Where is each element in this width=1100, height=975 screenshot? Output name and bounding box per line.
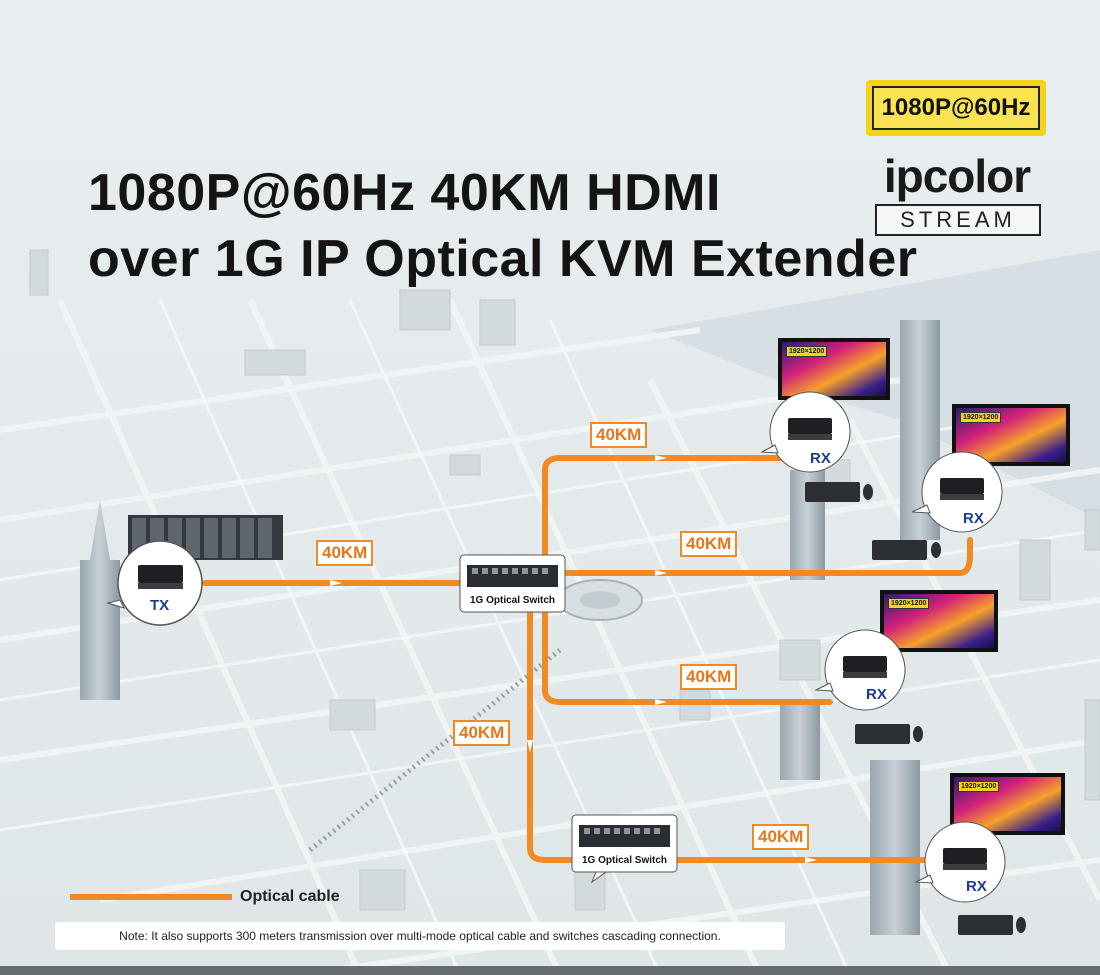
brand-sub-logo: STREAM	[875, 204, 1041, 236]
optical-switch-2-icon	[571, 814, 678, 884]
resolution-tag-4: 1920×1200	[958, 781, 1000, 792]
title-line-1: 1080P@60Hz 40KM HDMI	[88, 164, 721, 222]
distance-label-rx1: 40KM	[590, 422, 648, 448]
switch-2-label: 1G Optical Switch	[581, 855, 668, 866]
server-rack-icon	[128, 515, 283, 560]
rx-1-icon	[760, 338, 890, 502]
optical-switch-1-icon	[459, 554, 566, 613]
distance-label-rx4: 40KM	[752, 824, 810, 850]
rx-4-label: RX	[966, 878, 987, 895]
switch-1-label: 1G Optical Switch	[469, 595, 556, 606]
resolution-tag-2: 1920×1200	[960, 412, 1002, 423]
optical-cable-paths	[202, 455, 973, 863]
rx-3-label: RX	[866, 686, 887, 703]
resolution-tag-1: 1920×1200	[786, 346, 828, 357]
distance-label-tx: 40KM	[316, 540, 374, 566]
resolution-badge-text: 1080P@60Hz	[872, 86, 1040, 130]
legend-label: Optical cable	[240, 888, 340, 905]
tx-device-icon	[106, 540, 203, 626]
bottom-bar	[0, 966, 1100, 975]
tx-label: TX	[150, 597, 170, 614]
rx-2-label: RX	[963, 510, 984, 527]
resolution-badge: 1080P@60Hz	[866, 80, 1046, 136]
brand-logo: ipcolor	[883, 150, 1031, 202]
distance-label-cascade: 40KM	[453, 720, 511, 746]
rx-4-icon	[914, 773, 1065, 935]
distance-label-rx3: 40KM	[680, 664, 738, 690]
resolution-tag-3: 1920×1200	[888, 598, 930, 609]
page-title: 1080P@60Hz 40KM HDMI over 1G IP Optical …	[88, 160, 917, 292]
footnote: Note: It also supports 300 meters transm…	[55, 922, 785, 950]
title-line-2: over 1G IP Optical KVM Extender	[88, 230, 918, 288]
rx-1-label: RX	[810, 450, 831, 467]
distance-label-rx2: 40KM	[680, 531, 738, 557]
